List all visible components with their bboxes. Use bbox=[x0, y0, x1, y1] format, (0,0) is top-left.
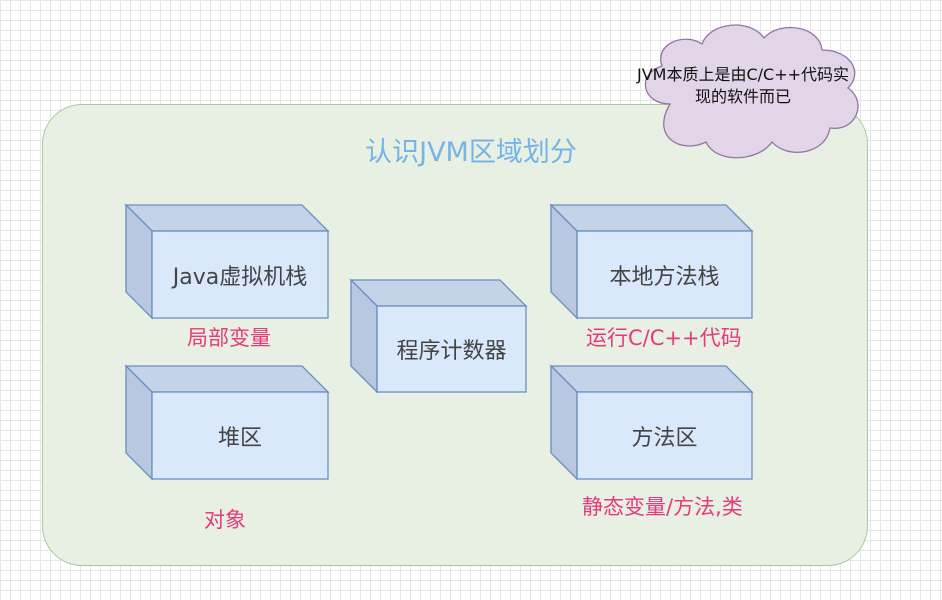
box-label-jvm-stack: Java虚拟机栈 bbox=[172, 264, 308, 290]
box-native-stack: 本地方法栈 bbox=[549, 203, 754, 320]
box-program-counter: 程序计数器 bbox=[349, 278, 528, 394]
box-label-native-stack: 本地方法栈 bbox=[609, 264, 720, 290]
cloud-note-line-2: 现的软件而已 bbox=[694, 87, 791, 106]
box-label-method-area: 方法区 bbox=[631, 425, 698, 451]
box-method-area: 方法区 bbox=[549, 364, 754, 481]
cloud-shape bbox=[632, 14, 872, 164]
box-jvm-stack: Java虚拟机栈 bbox=[124, 203, 330, 320]
diagram-title: 认识JVM区域划分 bbox=[365, 137, 577, 168]
note-static-members: 静态变量/方法,类 bbox=[582, 495, 743, 519]
box-label-heap: 堆区 bbox=[217, 425, 262, 451]
box-label-program-counter: 程序计数器 bbox=[396, 339, 507, 364]
box-heap: 堆区 bbox=[124, 364, 330, 481]
note-local-variables: 局部变量 bbox=[187, 326, 271, 350]
note-native-code: 运行C/C++代码 bbox=[586, 326, 742, 350]
note-objects: 对象 bbox=[204, 508, 246, 532]
cloud-note-line-1: JVM本质上是由C/C++代码实 bbox=[636, 65, 850, 84]
cloud-note: JVM本质上是由C/C++代码实 现的软件而已 bbox=[608, 64, 878, 108]
